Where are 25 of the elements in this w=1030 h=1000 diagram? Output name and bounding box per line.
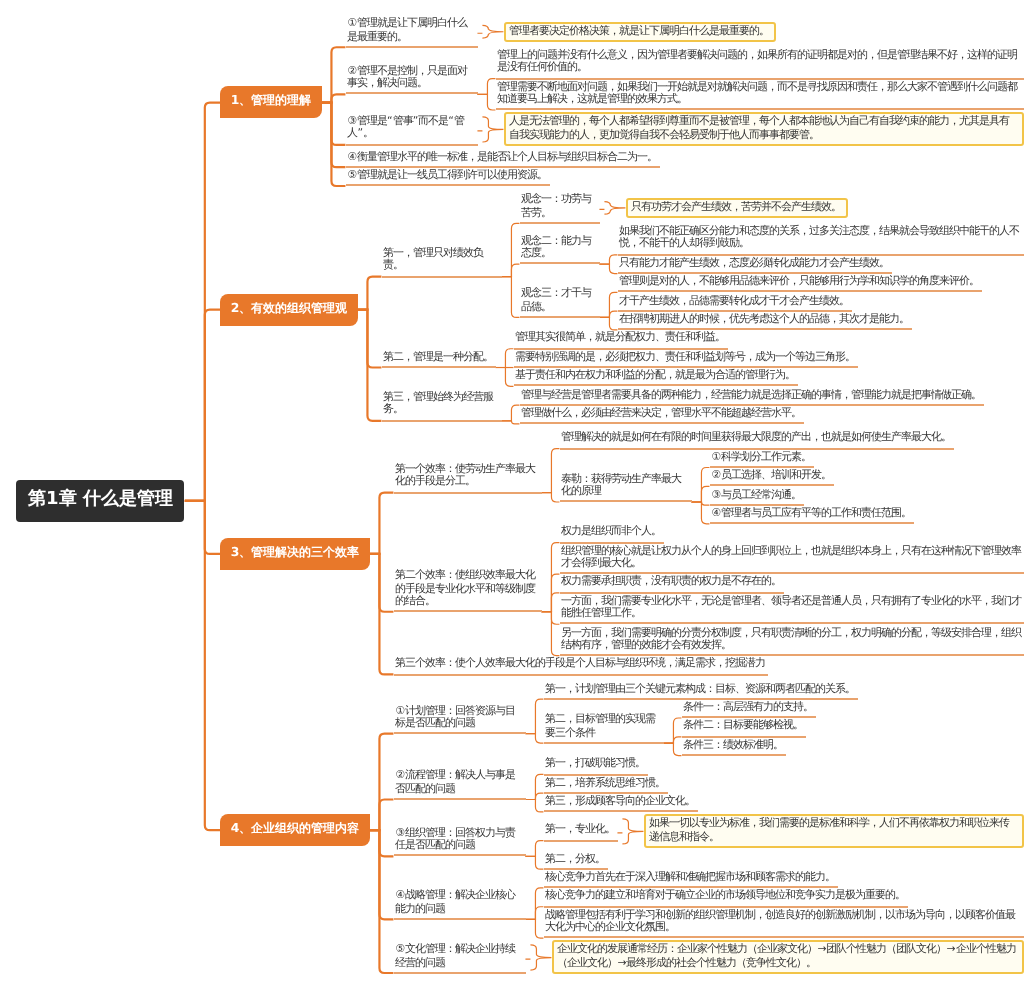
brace bbox=[476, 24, 505, 39]
brace bbox=[524, 944, 553, 971]
central-topic: 第1章 什么是管理 bbox=[16, 479, 185, 522]
connector-line bbox=[494, 366, 515, 387]
connector-line bbox=[540, 491, 561, 503]
connector-line bbox=[321, 101, 346, 188]
connector-line bbox=[598, 316, 619, 331]
connector-line bbox=[476, 93, 497, 111]
connector-line bbox=[524, 855, 545, 870]
connector-line bbox=[524, 733, 545, 744]
connector-line bbox=[690, 501, 711, 525]
connector-line bbox=[500, 276, 521, 319]
connector-line bbox=[662, 742, 683, 757]
connector-line bbox=[184, 499, 221, 832]
connector-line bbox=[524, 918, 545, 939]
connector-line bbox=[369, 829, 394, 975]
brace bbox=[598, 201, 627, 215]
connector-line bbox=[524, 798, 545, 813]
brace bbox=[616, 818, 645, 845]
connector-line bbox=[500, 420, 521, 425]
connector-line bbox=[369, 552, 394, 676]
connector-line bbox=[540, 611, 561, 657]
connector-line bbox=[598, 263, 619, 275]
connector-line bbox=[357, 308, 382, 422]
brace bbox=[476, 116, 505, 143]
